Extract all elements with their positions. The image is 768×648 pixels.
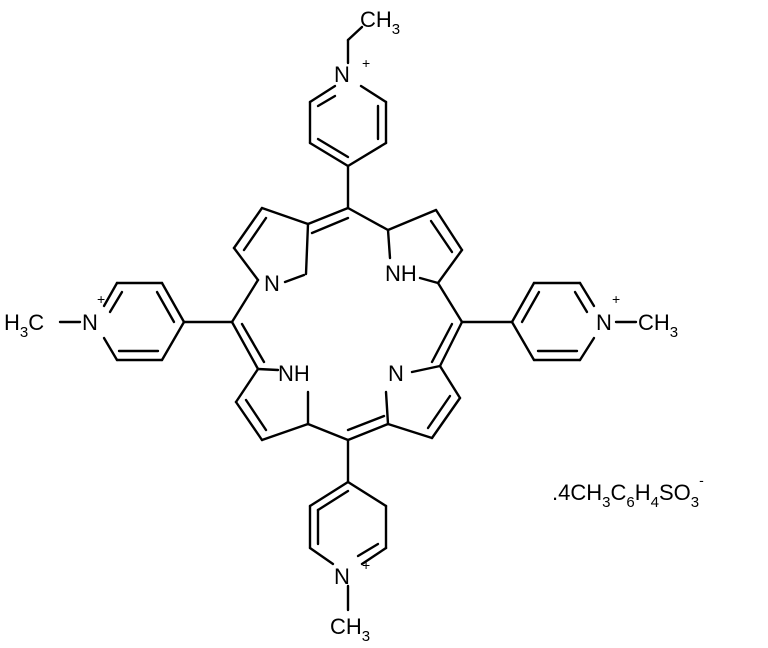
charge-plus-top: + (362, 55, 370, 71)
methyl-right: CH3 (638, 310, 678, 341)
pyridinium-n-left: N (82, 310, 98, 335)
pyridinium-n-right: N (596, 310, 612, 335)
bond-lines (58, 25, 638, 612)
counterion-formula: .4CH3C6H4SO3- (552, 472, 704, 511)
pyridinium-n-top: N (334, 62, 350, 87)
pyrrole-n-lower-right: N (388, 361, 404, 386)
pyrrole-nh-upper-right: NH (385, 261, 417, 286)
pyrrole-nh-lower-left: NH (278, 361, 310, 386)
charge-plus-bottom: + (362, 557, 370, 573)
charge-plus-left: + (97, 291, 105, 307)
charge-plus-right: + (612, 291, 620, 307)
pyridinium-n-bottom: N (334, 564, 350, 589)
pyrrole-n-upper-left: N (264, 271, 280, 296)
methyl-left: H3C (4, 310, 44, 341)
methyl-bottom: CH3 (330, 614, 370, 645)
methyl-top: CH3 (360, 7, 400, 38)
